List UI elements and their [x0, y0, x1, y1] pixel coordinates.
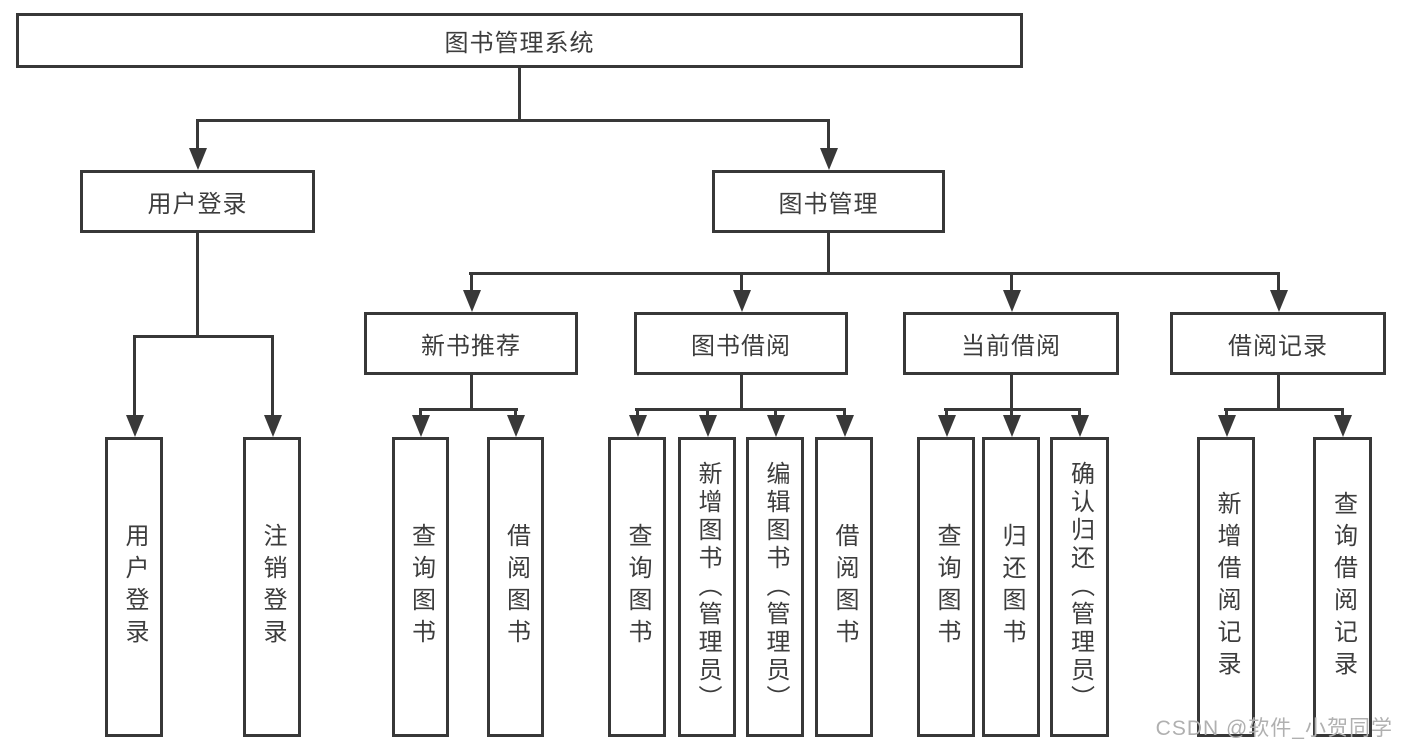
leaf-borrowing-edit-book-admin-label: 编辑图书（管理员） — [762, 461, 789, 713]
arrow-to-br-add-icon — [1217, 408, 1236, 437]
arrow-to-current-borrowing-icon — [1002, 272, 1021, 312]
node-user-login: 用户登录 — [80, 170, 315, 233]
connector-book-management-stem — [827, 233, 830, 275]
arrow-to-bb-edit-icon — [766, 408, 785, 437]
leaf-recommend-borrow-book: 借阅图书 — [487, 437, 544, 737]
arrow-to-borrowing-records-icon — [1269, 272, 1288, 312]
leaf-current-query-book: 查询图书 — [917, 437, 975, 737]
arrow-to-cb-confirm-icon — [1070, 408, 1089, 437]
leaf-logout-login: 注销登录 — [243, 437, 301, 737]
connector-user-login-stem — [196, 233, 199, 338]
arrow-to-bb-query-icon — [628, 408, 647, 437]
arrow-to-leaf-logout-icon — [263, 335, 282, 437]
connector-records-stem — [1277, 375, 1280, 411]
arrow-to-book-borrowing-icon — [732, 272, 751, 312]
node-new-book-recommend-label: 新书推荐 — [421, 333, 521, 360]
leaf-logout-login-label: 注销登录 — [259, 523, 286, 651]
node-new-book-recommend: 新书推荐 — [364, 312, 578, 375]
connector-current-stem — [1010, 375, 1013, 411]
leaf-recommend-query-book-label: 查询图书 — [407, 523, 435, 651]
leaf-user-login: 用户登录 — [105, 437, 163, 737]
leaf-current-return-book: 归还图书 — [982, 437, 1040, 737]
node-user-login-label: 用户登录 — [147, 191, 248, 218]
node-book-management-label: 图书管理 — [778, 191, 879, 218]
leaf-records-add-record-label: 新增借阅记录 — [1213, 491, 1240, 683]
node-borrowing-records: 借阅记录 — [1170, 312, 1386, 375]
arrow-to-bb-add-icon — [698, 408, 717, 437]
leaf-borrowing-query-book-label: 查询图书 — [624, 523, 651, 651]
arrow-to-new-book-recommend-icon — [462, 272, 481, 312]
connector-recommend-bar — [419, 408, 518, 411]
leaf-borrowing-add-book-admin: 新增图书（管理员） — [678, 437, 736, 737]
leaf-current-confirm-return-admin-label: 确认归还（管理员） — [1066, 461, 1094, 713]
node-current-borrowing-label: 当前借阅 — [961, 333, 1061, 360]
node-book-management: 图书管理 — [712, 170, 945, 233]
arrow-to-user-login-icon — [188, 119, 207, 170]
arrow-to-bb-borrow-icon — [835, 408, 854, 437]
leaf-borrowing-add-book-admin-label: 新增图书（管理员） — [694, 461, 721, 713]
connector-borrowing-stem — [740, 375, 743, 411]
node-root-label: 图书管理系统 — [444, 30, 595, 57]
leaf-current-confirm-return-admin: 确认归还（管理员） — [1050, 437, 1109, 737]
leaf-records-query-record-label: 查询借阅记录 — [1329, 491, 1357, 683]
leaf-user-login-label: 用户登录 — [121, 523, 148, 651]
leaf-records-query-record: 查询借阅记录 — [1313, 437, 1372, 737]
arrow-to-rec-query-icon — [411, 408, 430, 437]
connector-records-bar — [1224, 408, 1344, 411]
arrow-to-leaf-user-login-icon — [125, 335, 144, 437]
connector-borrowing-bar — [635, 408, 846, 411]
node-book-borrowing-label: 图书借阅 — [691, 333, 791, 360]
leaf-borrowing-edit-book-admin: 编辑图书（管理员） — [746, 437, 804, 737]
leaf-borrowing-borrow-book: 借阅图书 — [815, 437, 873, 737]
leaf-borrowing-query-book: 查询图书 — [608, 437, 666, 737]
leaf-current-return-book-label: 归还图书 — [998, 523, 1025, 651]
csdn-watermark: CSDN @软件_小贺同学 — [1155, 717, 1393, 740]
arrow-to-rec-borrow-icon — [506, 408, 525, 437]
arrow-to-book-management-icon — [819, 119, 838, 170]
leaf-records-add-record: 新增借阅记录 — [1197, 437, 1255, 737]
connector-recommend-stem — [470, 375, 473, 411]
connector-root-bar — [196, 119, 830, 122]
node-root: 图书管理系统 — [16, 13, 1023, 68]
node-current-borrowing: 当前借阅 — [903, 312, 1119, 375]
node-book-borrowing: 图书借阅 — [634, 312, 848, 375]
arrow-to-cb-query-icon — [937, 408, 956, 437]
leaf-recommend-query-book: 查询图书 — [392, 437, 449, 737]
arrow-to-br-query-icon — [1333, 408, 1352, 437]
connector-root-stem — [518, 68, 521, 122]
leaf-borrowing-borrow-book-label: 借阅图书 — [831, 523, 858, 651]
connector-book-management-bar — [469, 272, 1280, 275]
leaf-current-query-book-label: 查询图书 — [933, 523, 960, 651]
leaf-recommend-borrow-book-label: 借阅图书 — [502, 523, 530, 651]
node-borrowing-records-label: 借阅记录 — [1228, 333, 1328, 360]
arrow-to-cb-return-icon — [1002, 408, 1021, 437]
connector-user-login-bar — [133, 335, 274, 338]
